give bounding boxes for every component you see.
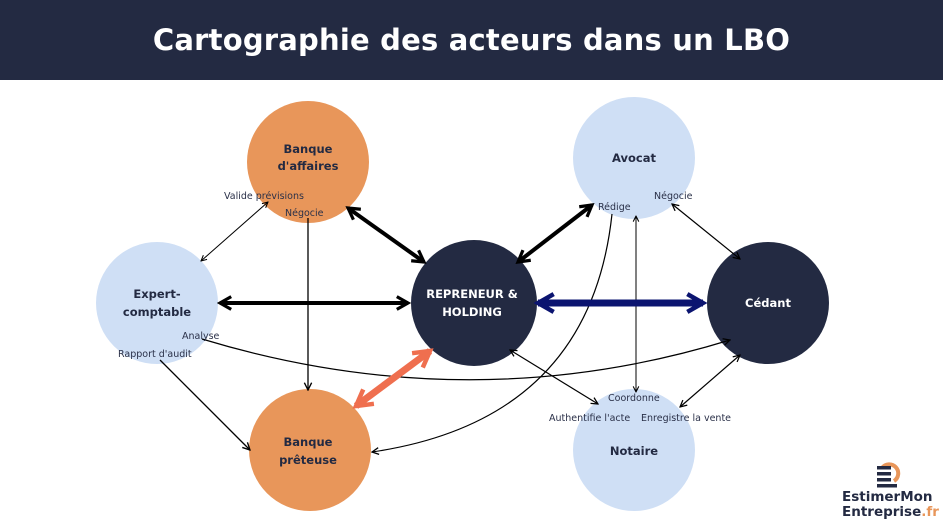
arrow-expert-preteuse [159, 359, 250, 450]
label-repreneur-2: HOLDING [442, 305, 502, 319]
arrow-cedant-notaire [680, 355, 740, 407]
arrow-banque-affaires-repreneur [345, 206, 427, 264]
node-notaire [573, 389, 695, 511]
edge-label-redige: Rédige [598, 202, 631, 213]
node-repreneur [411, 240, 537, 366]
node-banque-affaires [247, 101, 369, 223]
label-expert-1: Expert- [133, 287, 180, 301]
edge-label-negocie-ba: Négocie [285, 208, 324, 219]
label-banque-preteuse-1: Banque [284, 435, 333, 449]
arrow-repreneur-notaire [510, 350, 598, 404]
arrow-repreneur-preteuse [352, 348, 434, 409]
page-title: Cartographie des acteurs dans un LBO [152, 23, 791, 57]
edge-label-coordonne: Coordonne [608, 393, 660, 404]
edge-label-valide: Valide prévisions [224, 191, 304, 202]
label-banque-affaires-1: Banque [284, 142, 333, 156]
svg-text:REPRENEUR &HOLDING: REPRENEUR & HOLDING [426, 287, 518, 319]
node-expert-comptable [96, 242, 218, 364]
node-avocat [573, 97, 695, 219]
header-banner: Cartographie des acteurs dans un LBO [0, 0, 943, 80]
edge-label-negocie-av: Négocie [654, 191, 693, 202]
edge-label-authentifie: Authentifie l'acte [549, 413, 630, 424]
svg-text:Expert-comptable: Expert-comptable [123, 287, 191, 319]
logo-tld: .fr [921, 504, 939, 520]
logo-line1: EstimerMon [842, 489, 933, 505]
edge-label-enregistre: Enregistre la vente [641, 413, 731, 424]
logo-icon [877, 462, 901, 488]
arrow-avocat-cedant [672, 204, 740, 259]
node-banque-preteuse [249, 389, 371, 511]
logo-line2: Entreprise.fr [842, 504, 939, 520]
label-expert-2: comptable [123, 305, 191, 319]
label-cedant: Cédant [745, 296, 791, 310]
label-repreneur-1: REPRENEUR & [426, 287, 518, 301]
logo-line2-text: Entreprise [842, 504, 922, 520]
edge-label-analyse: Analyse [182, 331, 220, 342]
label-banque-preteuse-2: prêteuse [279, 453, 337, 467]
node-cedant [707, 242, 829, 364]
arrow-banque-expert [201, 202, 268, 261]
label-notaire: Notaire [610, 444, 658, 458]
label-avocat: Avocat [612, 151, 656, 165]
arrow-expert-cedant [201, 339, 730, 381]
arrow-repreneur-avocat [515, 203, 595, 264]
label-banque-affaires-2: d'affaires [278, 159, 339, 173]
edge-label-rapport: Rapport d'audit [118, 349, 192, 360]
logo: EstimerMon Entreprise.fr [842, 462, 939, 520]
